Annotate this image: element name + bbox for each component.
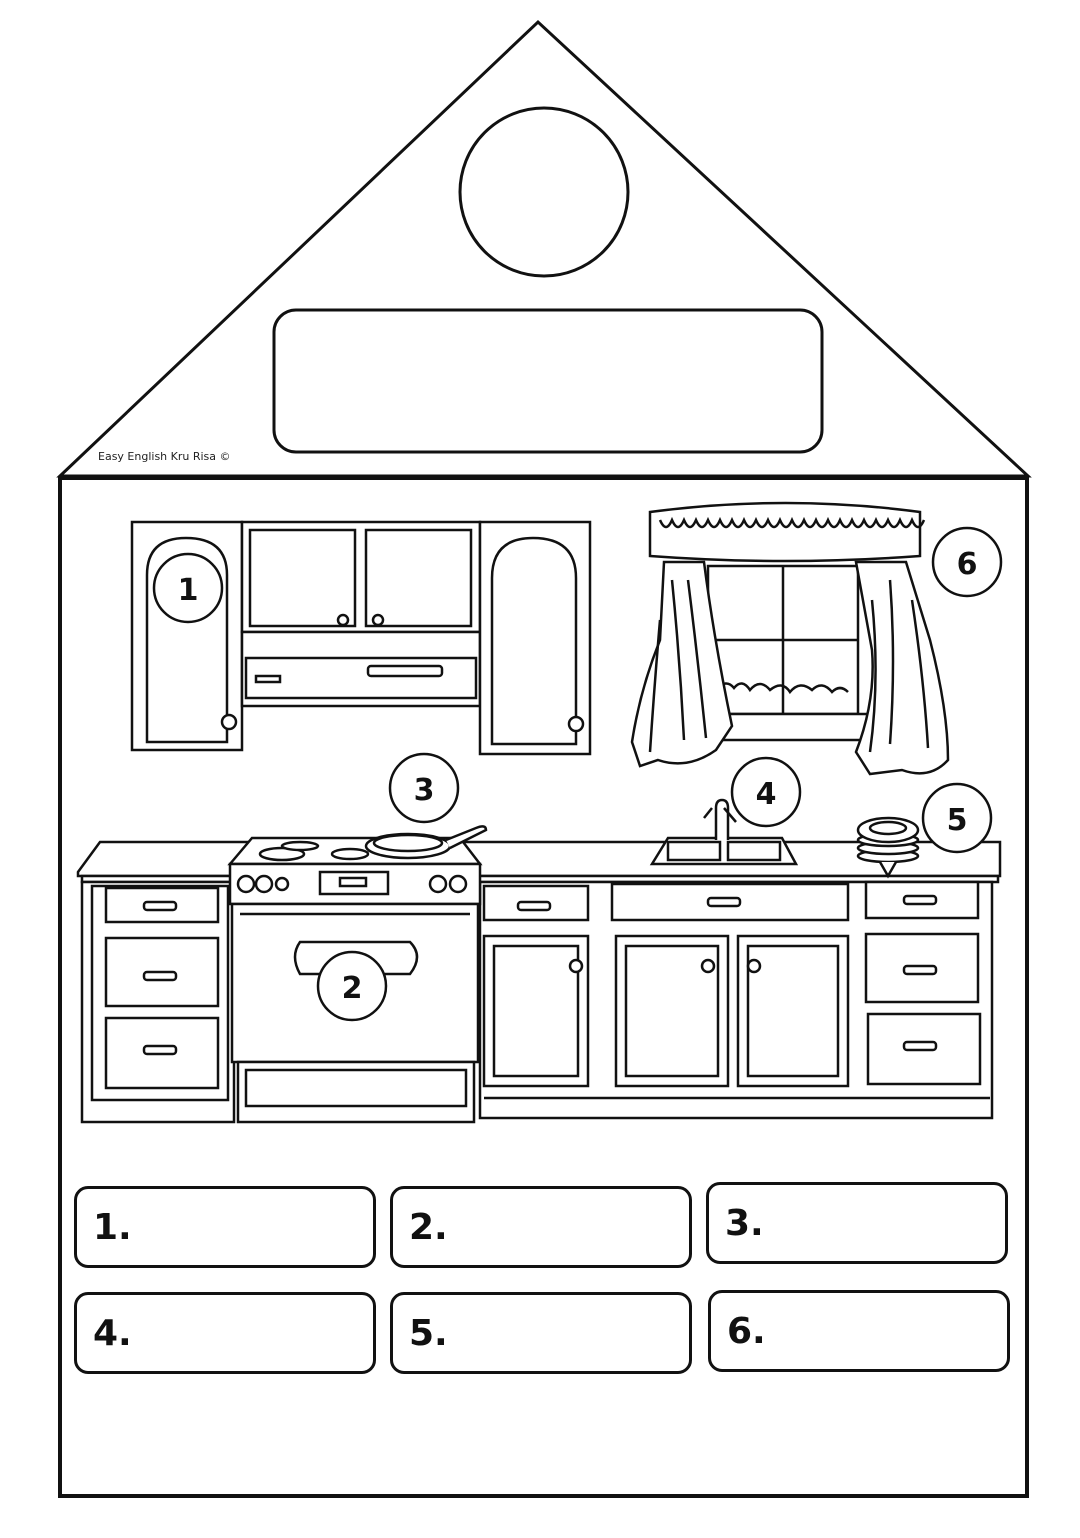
answer-box-1[interactable]: 1. [74,1186,376,1268]
base-cabinets-icon [76,840,1002,1124]
room-name-box[interactable] [272,308,824,454]
callout-2-label: 2 [342,971,363,1006]
callout-1-label: 1 [178,573,199,608]
callout-5: 5 [921,782,993,854]
callout-2: 2 [316,950,388,1022]
answer-box-3[interactable]: 3. [706,1182,1008,1264]
answer-box-5-label: 5. [409,1313,448,1354]
callout-4-label: 4 [756,777,777,812]
answer-box-4[interactable]: 4. [74,1292,376,1374]
callout-3: 3 [388,752,460,824]
answer-box-3-label: 3. [725,1203,764,1244]
credit-text: Easy English Kru Risa © [98,450,231,463]
answer-box-1-label: 1. [93,1207,132,1248]
frying-pan-icon [364,825,488,860]
answer-box-5[interactable]: 5. [390,1292,692,1374]
stove-oven-icon [227,836,483,1124]
callout-1: 1 [152,552,224,624]
callout-5-label: 5 [947,803,968,838]
window-curtains-icon [630,501,950,776]
answer-box-6[interactable]: 6. [708,1290,1010,1372]
answer-box-2[interactable]: 2. [390,1186,692,1268]
callout-6-label: 6 [957,547,978,582]
callout-6: 6 [931,526,1003,598]
plates-stack-icon [856,816,920,879]
callout-3-label: 3 [414,773,435,808]
answer-box-4-label: 4. [93,1313,132,1354]
callout-4: 4 [730,756,802,828]
roof-picture-circle[interactable] [458,106,630,278]
answer-box-2-label: 2. [409,1207,448,1248]
answer-box-6-label: 6. [727,1311,766,1352]
sink-faucet-icon [649,798,799,866]
